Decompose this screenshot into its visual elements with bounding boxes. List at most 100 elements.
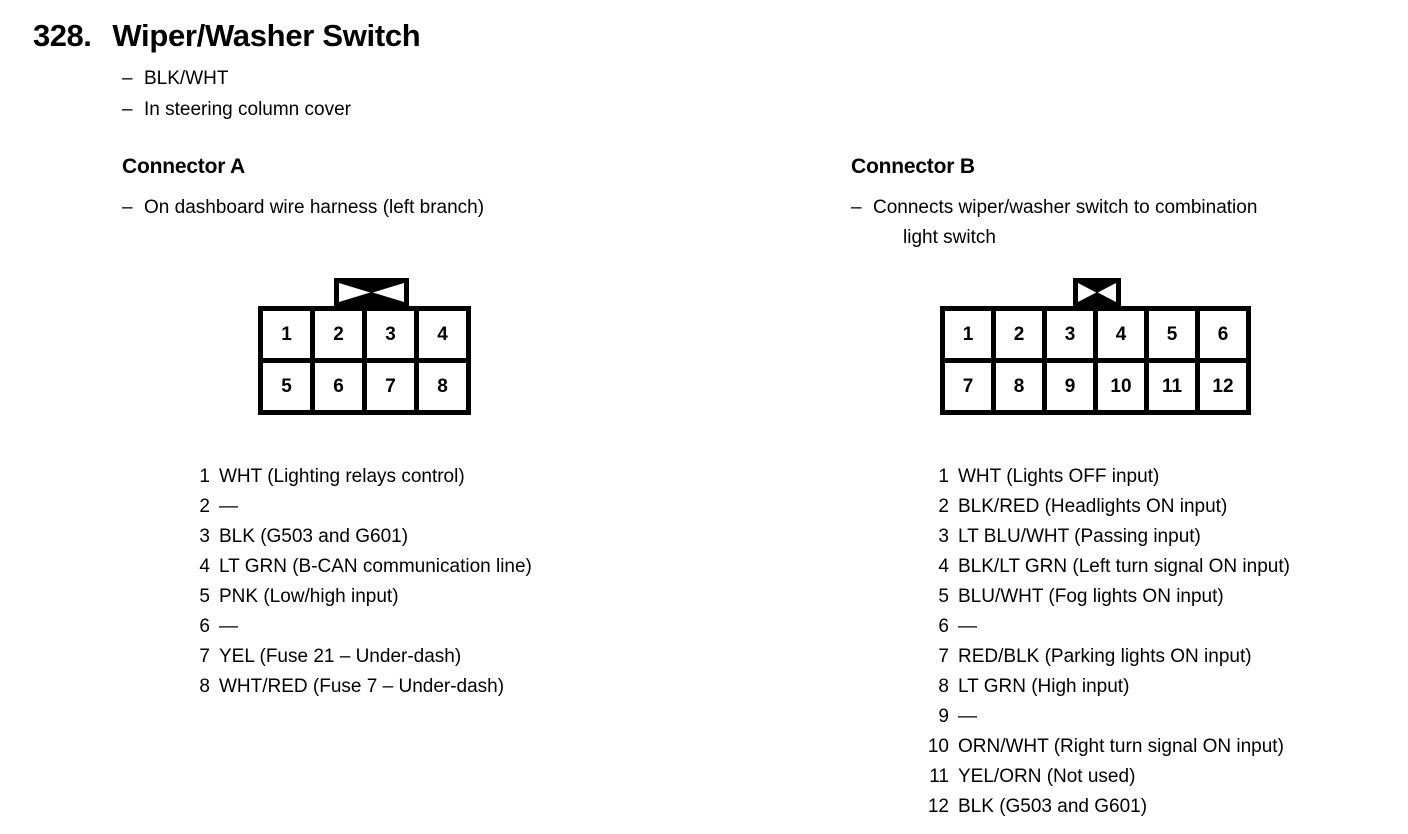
pin-list-item: 5 BLU/WHT (Fog lights ON input) <box>925 582 1290 612</box>
connector-b-section: Connector B –Connects wiper/washer switc… <box>851 155 1396 253</box>
bowtie-icon <box>1078 283 1116 302</box>
pin-cell: 1 <box>945 311 991 358</box>
pin-cell: 12 <box>1200 363 1246 410</box>
pin-description: LT GRN (B-CAN communication line) <box>219 556 532 577</box>
dash-marker: – <box>122 197 133 218</box>
pin-number: 4 <box>938 556 949 577</box>
note-text: In steering column cover <box>144 99 351 120</box>
pin-description: BLK (G503 and G601) <box>958 796 1148 817</box>
pin-description: YEL/ORN (Not used) <box>958 766 1136 787</box>
pin-number: 3 <box>938 526 949 547</box>
pin-cell: 7 <box>945 363 991 410</box>
pin-number: 5 <box>199 586 210 607</box>
pin-number: 5 <box>938 586 949 607</box>
item-number: 328. <box>33 18 92 53</box>
pin-number: 2 <box>199 496 210 517</box>
pin-row: 1 2 3 4 5 6 <box>945 311 1246 358</box>
bowtie-icon <box>339 283 404 302</box>
pin-description: LT GRN (High input) <box>958 676 1130 697</box>
connector-latch-tab <box>334 278 409 306</box>
pin-list-item: 3 LT BLU/WHT (Passing input) <box>925 522 1290 552</box>
pin-cell: 7 <box>367 363 414 410</box>
connector-a-pin-grid: 1 2 3 4 5 6 7 8 <box>258 306 471 415</box>
pin-number: 1 <box>199 466 210 487</box>
pin-list-item: 12 BLK (G503 and G601) <box>925 792 1290 822</box>
pin-list-item: 7 RED/BLK (Parking lights ON input) <box>925 642 1290 672</box>
pin-description: RED/BLK (Parking lights ON input) <box>958 646 1252 667</box>
pin-number: 2 <box>938 496 949 517</box>
pin-number: 11 <box>929 766 949 787</box>
title-text: Wiper/Washer Switch <box>112 18 421 53</box>
pin-cell: 5 <box>263 363 310 410</box>
pin-list-item: 8 LT GRN (High input) <box>925 672 1290 702</box>
pin-number: 12 <box>927 796 949 817</box>
pin-number: 7 <box>938 646 949 667</box>
dash-marker: – <box>122 68 133 89</box>
pin-cell: 2 <box>315 311 362 358</box>
pin-description: YEL (Fuse 21 – Under-dash) <box>219 646 462 667</box>
connector-b-description-text: Connects wiper/washer switch to combinat… <box>873 197 1258 218</box>
connector-b-heading: Connector B <box>851 155 975 178</box>
pin-cell: 3 <box>1047 311 1093 358</box>
connector-a-description-text: On dashboard wire harness (left branch) <box>144 197 485 218</box>
pin-description: PNK (Low/high input) <box>219 586 399 607</box>
pin-list-item: 6— <box>925 612 1290 642</box>
pin-cell: 3 <box>367 311 414 358</box>
connector-a-pin-diagram: 1 2 3 4 5 6 7 8 <box>258 278 471 415</box>
pin-number: 9 <box>938 706 949 727</box>
pin-cell: 8 <box>996 363 1042 410</box>
pin-list-item: 5 PNK (Low/high input) <box>196 582 532 612</box>
pin-description: — <box>219 616 238 637</box>
dash-marker: – <box>851 197 862 218</box>
pin-number: 1 <box>938 466 949 487</box>
pin-number: 4 <box>199 556 210 577</box>
page-title: 328. Wiper/Washer Switch <box>33 18 421 54</box>
pin-number: 7 <box>199 646 210 667</box>
pin-list-item: 8 WHT/RED (Fuse 7 – Under-dash) <box>196 672 532 702</box>
connector-a-heading: Connector A <box>122 155 246 178</box>
pin-description: BLU/WHT (Fog lights ON input) <box>958 586 1224 607</box>
pin-list-item: 4 LT GRN (B-CAN communication line) <box>196 552 532 582</box>
pin-list-item: 4 BLK/LT GRN (Left turn signal ON input) <box>925 552 1290 582</box>
pin-description: BLK/LT GRN (Left turn signal ON input) <box>958 556 1290 577</box>
pin-row: 7 8 9 10 11 12 <box>945 363 1246 410</box>
pin-number: 8 <box>938 676 949 697</box>
pin-cell: 4 <box>1098 311 1144 358</box>
pin-cell: 4 <box>419 311 466 358</box>
pin-number: 10 <box>927 736 949 757</box>
pin-cell: 10 <box>1098 363 1144 410</box>
pin-list-item: 11 YEL/ORN (Not used) <box>925 762 1290 792</box>
pin-list-item: 9— <box>925 702 1290 732</box>
connector-b-pin-diagram: 1 2 3 4 5 6 7 8 9 10 11 12 <box>940 278 1251 415</box>
pin-number: 6 <box>199 616 210 637</box>
pin-number: 8 <box>199 676 210 697</box>
pin-description: ORN/WHT (Right turn signal ON input) <box>958 736 1284 757</box>
pin-list-item: 7 YEL (Fuse 21 – Under-dash) <box>196 642 532 672</box>
dash-marker: – <box>122 99 133 120</box>
pin-cell: 11 <box>1149 363 1195 410</box>
note-text: BLK/WHT <box>144 68 229 89</box>
note-line-2: –In steering column cover <box>122 99 351 121</box>
pin-description: BLK/RED (Headlights ON input) <box>958 496 1228 517</box>
pin-cell: 1 <box>263 311 310 358</box>
pin-list-item: 6— <box>196 612 532 642</box>
connector-b-pin-grid: 1 2 3 4 5 6 7 8 9 10 11 12 <box>940 306 1251 415</box>
connector-latch-tab <box>1073 278 1121 306</box>
pin-cell: 6 <box>315 363 362 410</box>
pin-description: WHT/RED (Fuse 7 – Under-dash) <box>219 676 505 697</box>
pin-description: BLK (G503 and G601) <box>219 526 409 547</box>
pin-description: LT BLU/WHT (Passing input) <box>958 526 1201 547</box>
pin-cell: 5 <box>1149 311 1195 358</box>
connector-a-section: Connector A –On dashboard wire harness (… <box>122 155 822 223</box>
pin-row: 1 2 3 4 <box>263 311 466 358</box>
pin-list-item: 2— <box>196 492 532 522</box>
pin-cell: 2 <box>996 311 1042 358</box>
pin-description: — <box>958 616 977 637</box>
pin-cell: 6 <box>1200 311 1246 358</box>
connector-a-description: –On dashboard wire harness (left branch) <box>122 193 822 223</box>
